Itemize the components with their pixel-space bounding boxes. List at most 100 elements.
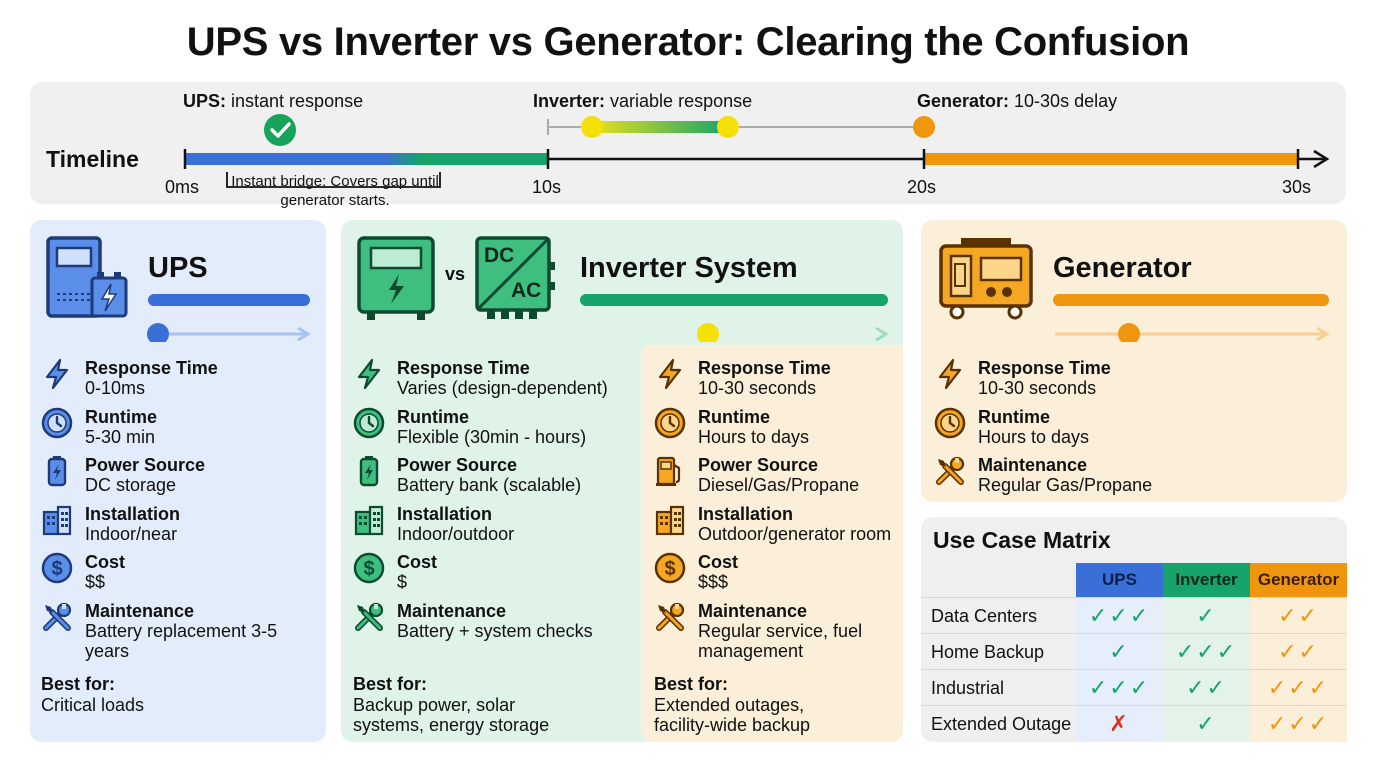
svg-text:$: $: [363, 558, 374, 580]
feature-value: $$$: [698, 572, 729, 592]
tick-label-0: 0ms: [165, 177, 200, 197]
feature-value: 0-10ms: [85, 378, 146, 398]
check-circle-icon: [264, 114, 296, 146]
feature-title: Cost: [397, 552, 437, 572]
timeline-generator-label: Generator: 10-30s delay: [917, 91, 1118, 111]
generator-device-icon: [939, 238, 1033, 320]
feature-title: Response Time: [698, 358, 831, 378]
feature-value: 5-30 min: [85, 426, 156, 447]
matrix-cell-ups: ✓✓✓: [1076, 670, 1163, 706]
ups-best-for-label: Best for:: [41, 674, 116, 694]
dollar-icon: $: [353, 552, 385, 584]
inverter-card-title: Inverter System: [580, 252, 798, 284]
feature-value: Outdoor/generator room: [698, 523, 892, 544]
feature-value: Regular service, fuel: [698, 620, 863, 641]
feature-value: Battery bank (scalable): [397, 475, 582, 495]
lightning-icon: [654, 358, 686, 390]
building-icon: [41, 504, 73, 536]
feature-value-line-2: management: [698, 640, 804, 661]
feature-title: Installation: [85, 503, 181, 524]
generator-best-for-line-2: facility-wide backup: [654, 715, 811, 735]
lightning-icon: [41, 358, 73, 390]
matrix-cell-inv: ✓✓: [1163, 670, 1250, 706]
feature-value: 10-30 seconds: [978, 378, 1097, 398]
svg-text:$: $: [664, 558, 675, 580]
feature-title: Runtime: [698, 406, 770, 427]
feature-title: Maintenance: [397, 600, 507, 621]
matrix-row-label: Industrial: [931, 678, 1005, 698]
feature-title: Maintenance: [85, 600, 195, 621]
inverter-best-for-line-2: systems, energy storage: [353, 715, 550, 735]
feature-value: Indoor/outdoor: [397, 523, 515, 544]
feature-title: Maintenance: [698, 600, 808, 621]
matrix-row: Extended Outage✗✓✓✓✓: [921, 705, 1347, 742]
feature-value: Flexible (30min - hours): [397, 426, 587, 447]
building-icon: [654, 504, 686, 536]
matrix-row-label: Data Centers: [931, 606, 1038, 626]
inverter-vs-label: vs: [445, 264, 466, 284]
timeline-panel: Timeline UPS: instant response Inverter:…: [30, 82, 1346, 209]
generator-best-for-label: Best for:: [654, 674, 729, 694]
bridge-bracket: [226, 172, 441, 188]
matrix-cell-gen: ✓✓✓: [1250, 670, 1347, 706]
matrix-header-inverter: Inverter: [1163, 563, 1250, 597]
tick-label-10: 10s: [532, 177, 562, 197]
dc-label: DC: [484, 244, 515, 267]
inverter-best-for-line-1: Backup power, solar: [353, 695, 516, 715]
building-icon: [353, 504, 385, 536]
page-title: UPS vs Inverter vs Generator: Clearing t…: [186, 20, 1190, 64]
ups-card: UPS Best for: Critical loads Response Ti…: [30, 220, 326, 742]
feature-title: Maintenance: [978, 455, 1088, 475]
generator-bar: [924, 153, 1298, 165]
lightning-icon: [934, 358, 966, 390]
clock-icon: [654, 407, 686, 439]
tools-icon: [41, 601, 73, 633]
ups-device-icon: [46, 236, 128, 318]
matrix-cell-inv: ✓: [1163, 706, 1250, 742]
feature-value: Battery replacement 3-5: [85, 620, 278, 641]
matrix-title: Use Case Matrix: [933, 527, 1111, 553]
feature-title: Runtime: [978, 406, 1050, 427]
matrix-row-label: Home Backup: [931, 642, 1045, 662]
inverter-card-indicator: [580, 294, 889, 342]
feature-title: Power Source: [698, 455, 819, 475]
generator-detail-column: Best for: Extended outages, facility-wid…: [641, 345, 903, 742]
clock-icon: [41, 407, 73, 439]
feature-title: Installation: [397, 503, 493, 524]
generator-card-indicator: [1053, 294, 1330, 342]
feature-title: Cost: [85, 552, 125, 572]
clock-icon: [934, 407, 966, 439]
feature-title: Cost: [698, 552, 738, 572]
matrix-cell-gen: ✓✓✓: [1250, 706, 1347, 742]
tools-icon: [934, 455, 966, 487]
tick-label-30: 30s: [1282, 177, 1312, 197]
matrix-row-label: Extended Outage: [931, 714, 1072, 734]
dollar-icon: $: [654, 552, 686, 584]
feature-value: $: [397, 572, 408, 592]
axis-arrow-icon: [1313, 149, 1330, 169]
feature-title: Response Time: [397, 358, 530, 378]
use-case-matrix: Use Case Matrix UPS Inverter Generator D…: [921, 517, 1347, 742]
ups-inverter-bar: [185, 153, 548, 165]
matrix-cell-inv: ✓✓✓: [1163, 634, 1250, 670]
tools-icon: [654, 601, 686, 633]
feature-value-line-2: years: [85, 640, 130, 661]
feature-title: Response Time: [85, 358, 218, 378]
inverter-range: [547, 116, 935, 138]
timeline-ups-label: UPS: instant response: [183, 91, 364, 111]
matrix-cell-ups: ✓: [1076, 634, 1163, 670]
feature-title: Response Time: [978, 358, 1111, 378]
feature-value: Indoor/near: [85, 523, 178, 544]
feature-value: 10-30 seconds: [698, 378, 817, 398]
matrix-row: Industrial✓✓✓✓✓✓✓✓: [921, 669, 1347, 706]
bridge-note: Instant bridge: Covers gap until generat…: [231, 173, 439, 209]
generator-best-for-line-1: Extended outages,: [654, 695, 805, 715]
matrix-cell-gen: ✓✓: [1250, 598, 1347, 634]
timeline-inverter-label: Inverter: variable response: [533, 91, 753, 111]
generator-card-title: Generator: [1053, 252, 1192, 284]
feature-value: $$: [85, 572, 106, 592]
feature-value: Hours to days: [978, 426, 1090, 447]
feature-title: Runtime: [397, 406, 469, 427]
feature-title: Power Source: [85, 455, 206, 475]
battery-icon: [41, 455, 73, 487]
